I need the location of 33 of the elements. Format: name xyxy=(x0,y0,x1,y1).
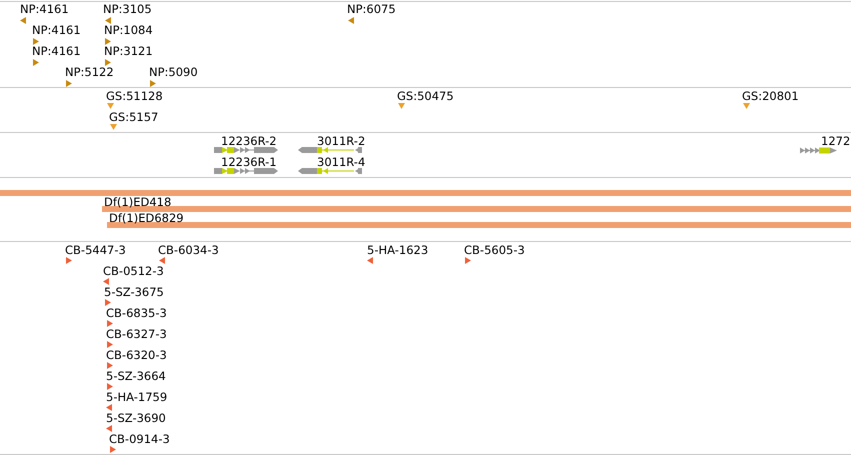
feature-label: CB-0914-3 xyxy=(109,432,170,446)
feature-label: 5-SZ-3664 xyxy=(106,369,166,383)
feature-label: 5-HA-1759 xyxy=(106,390,168,404)
feature-label: Df(1)ED6829 xyxy=(109,211,184,225)
feature-label: NP:5090 xyxy=(149,65,198,79)
feature-label: NP:3105 xyxy=(103,2,152,16)
feature-label: Df(1)ED418 xyxy=(104,195,172,209)
feature-label: 5-HA-1623 xyxy=(367,243,428,257)
feature-label: NP:4161 xyxy=(20,2,69,16)
feature-label: GS:51128 xyxy=(106,89,163,103)
feature-label: 5-SZ-3675 xyxy=(104,285,164,299)
feature-label: NP:4161 xyxy=(32,44,81,58)
feature-label: GS:20801 xyxy=(742,89,799,103)
feature-label: 5-SZ-3690 xyxy=(106,411,166,425)
feature-label: NP:1084 xyxy=(104,23,153,37)
feature-label: NP:3121 xyxy=(104,44,153,58)
feature-label: CB-6327-3 xyxy=(106,327,167,341)
feature-label: CB-6320-3 xyxy=(106,348,167,362)
feature-label: 1272 xyxy=(821,134,850,148)
feature-label: 3011R-2 xyxy=(317,134,366,148)
feature-label: CB-5447-3 xyxy=(65,243,126,257)
feature-label: 12236R-1 xyxy=(221,155,277,169)
feature-label: 3011R-4 xyxy=(317,155,366,169)
feature-label: GS:5157 xyxy=(109,110,158,124)
feature-label: CB-6034-3 xyxy=(158,243,219,257)
feature-label: CB-5605-3 xyxy=(464,243,525,257)
feature-label: NP:6075 xyxy=(347,2,396,16)
feature-label: CB-6835-3 xyxy=(106,306,167,320)
feature-label: NP:5122 xyxy=(65,65,114,79)
feature-label: 12236R-2 xyxy=(221,134,277,148)
feature-label: GS:50475 xyxy=(397,89,454,103)
feature-label: NP:4161 xyxy=(32,23,81,37)
feature-label: CB-0512-3 xyxy=(103,264,164,278)
